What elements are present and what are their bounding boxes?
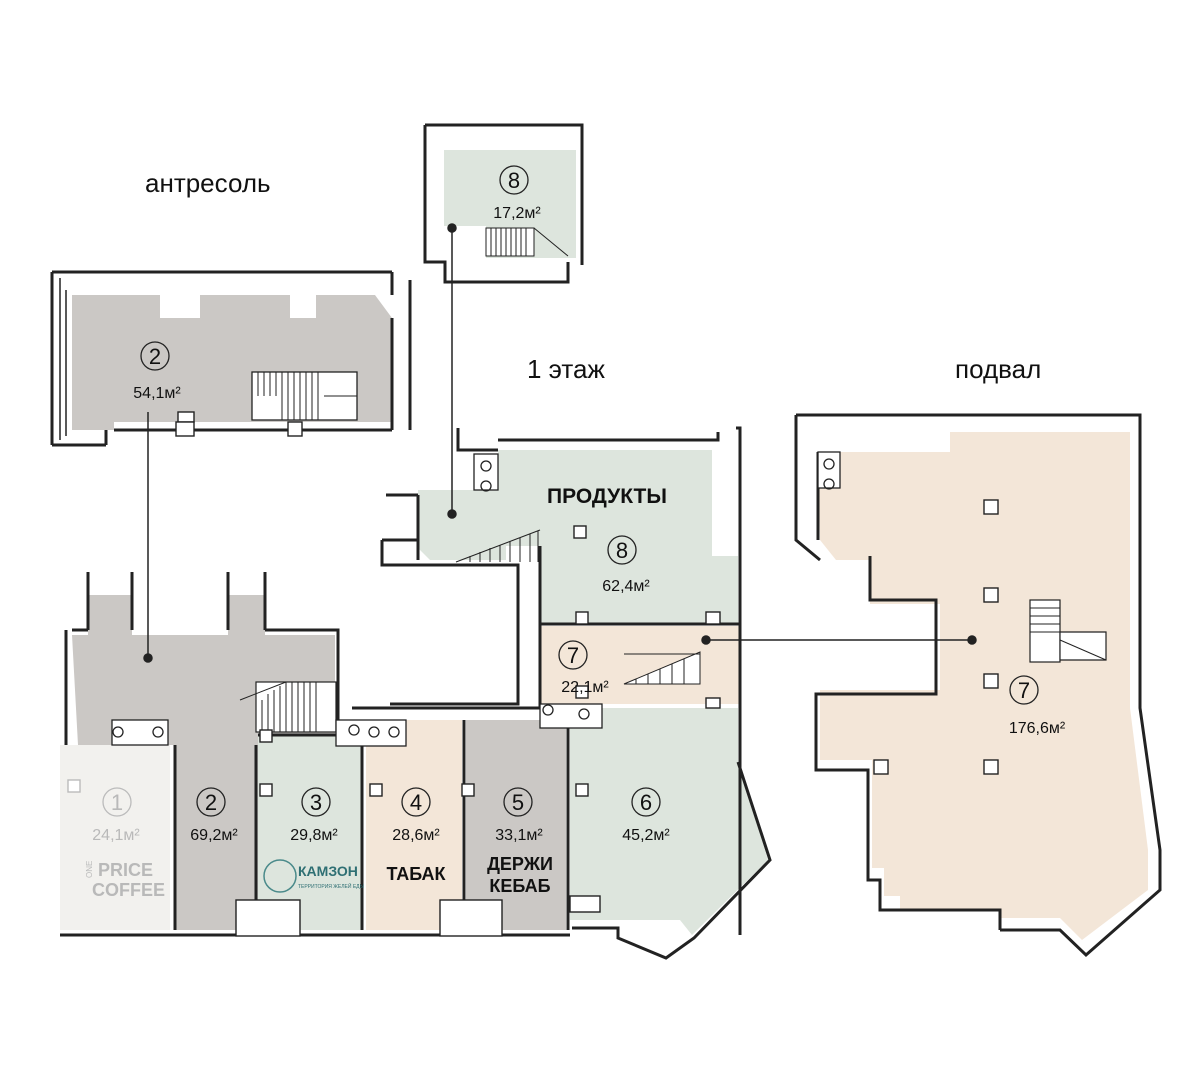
unit-number: 7 bbox=[567, 643, 579, 668]
unit-number: 1 bbox=[111, 790, 123, 815]
basement-stairs bbox=[1029, 599, 1107, 663]
unit-number: 7 bbox=[1018, 678, 1030, 703]
unit-area: 176,6м² bbox=[1009, 720, 1066, 737]
unit-area: 22,1м² bbox=[561, 679, 609, 696]
unit-labels: 2 54,1м² 8 17,2м² 1 24,1м² 2 69,2м² 3 29… bbox=[92, 165, 1066, 844]
ground-floor-block bbox=[60, 426, 772, 960]
kebab-brand-line2: КЕБАБ bbox=[489, 876, 550, 896]
unit-number: 4 bbox=[410, 790, 422, 815]
unit-area: 69,2м² bbox=[190, 827, 238, 844]
room-m8[interactable] bbox=[444, 150, 576, 258]
unit-area: 24,1м² bbox=[92, 827, 140, 844]
basement-block bbox=[794, 413, 1162, 958]
unit-number: 6 bbox=[640, 790, 652, 815]
unit-area: 33,1м² bbox=[495, 827, 543, 844]
room-u1[interactable] bbox=[60, 745, 170, 930]
unit-area: 62,4м² bbox=[602, 578, 650, 595]
unit-area: 28,6м² bbox=[392, 827, 440, 844]
room-u2[interactable] bbox=[72, 595, 335, 930]
produkty-brand: ПРОДУКТЫ bbox=[547, 485, 667, 508]
unit-area: 54,1м² bbox=[133, 385, 181, 402]
unit-area: 17,2м² bbox=[493, 205, 541, 222]
upper-stairs bbox=[485, 227, 569, 257]
tenant-labels: ONE PRICE COFFEE КАМЗОН ТЕРРИТОРИЯ ЖЕЛЕЙ… bbox=[85, 485, 667, 900]
unit-number: 8 bbox=[508, 168, 520, 193]
room-u6[interactable] bbox=[570, 708, 768, 935]
unit-number: 5 bbox=[512, 790, 524, 815]
room-b7[interactable] bbox=[818, 432, 1148, 940]
mezzanine-block bbox=[50, 270, 412, 447]
room-u4[interactable] bbox=[366, 720, 462, 930]
unit-area: 29,8м² bbox=[290, 827, 338, 844]
ground-stairs-u8 bbox=[455, 529, 541, 563]
unit-number: 2 bbox=[149, 344, 161, 369]
unit-area: 45,2м² bbox=[622, 827, 670, 844]
mezzanine-stairs bbox=[251, 371, 358, 421]
unit-number: 8 bbox=[616, 538, 628, 563]
unit-number: 2 bbox=[205, 790, 217, 815]
wc-fixtures bbox=[111, 453, 603, 747]
section-title-mezzanine: антресоль bbox=[145, 168, 271, 198]
kebab-brand-line1: ДЕРЖИ bbox=[487, 854, 553, 874]
room-u3[interactable] bbox=[258, 735, 362, 930]
coffee-brand-line1: PRICE bbox=[98, 860, 153, 880]
coffee-small-text: ONE bbox=[85, 861, 94, 878]
connector-lines bbox=[143, 223, 977, 663]
section-title-ground: 1 этаж bbox=[527, 354, 605, 384]
coffee-brand-line2: COFFEE bbox=[92, 880, 165, 900]
tabak-brand: ТАБАК bbox=[386, 864, 446, 884]
kamzon-logo-icon bbox=[263, 859, 297, 893]
ground-stairs-u7 bbox=[623, 651, 701, 685]
room-u5[interactable] bbox=[466, 720, 566, 930]
unit-number: 3 bbox=[310, 790, 322, 815]
kamzon-subtitle: ТЕРРИТОРИЯ ЖЕЛЕЙ ЕДЫ bbox=[298, 882, 365, 890]
section-title-basement: подвал bbox=[955, 354, 1041, 384]
ground-stairs-u2 bbox=[239, 681, 337, 733]
upper-unit-8-block bbox=[423, 123, 584, 284]
kamzon-brand: КАМЗОН bbox=[298, 863, 358, 879]
